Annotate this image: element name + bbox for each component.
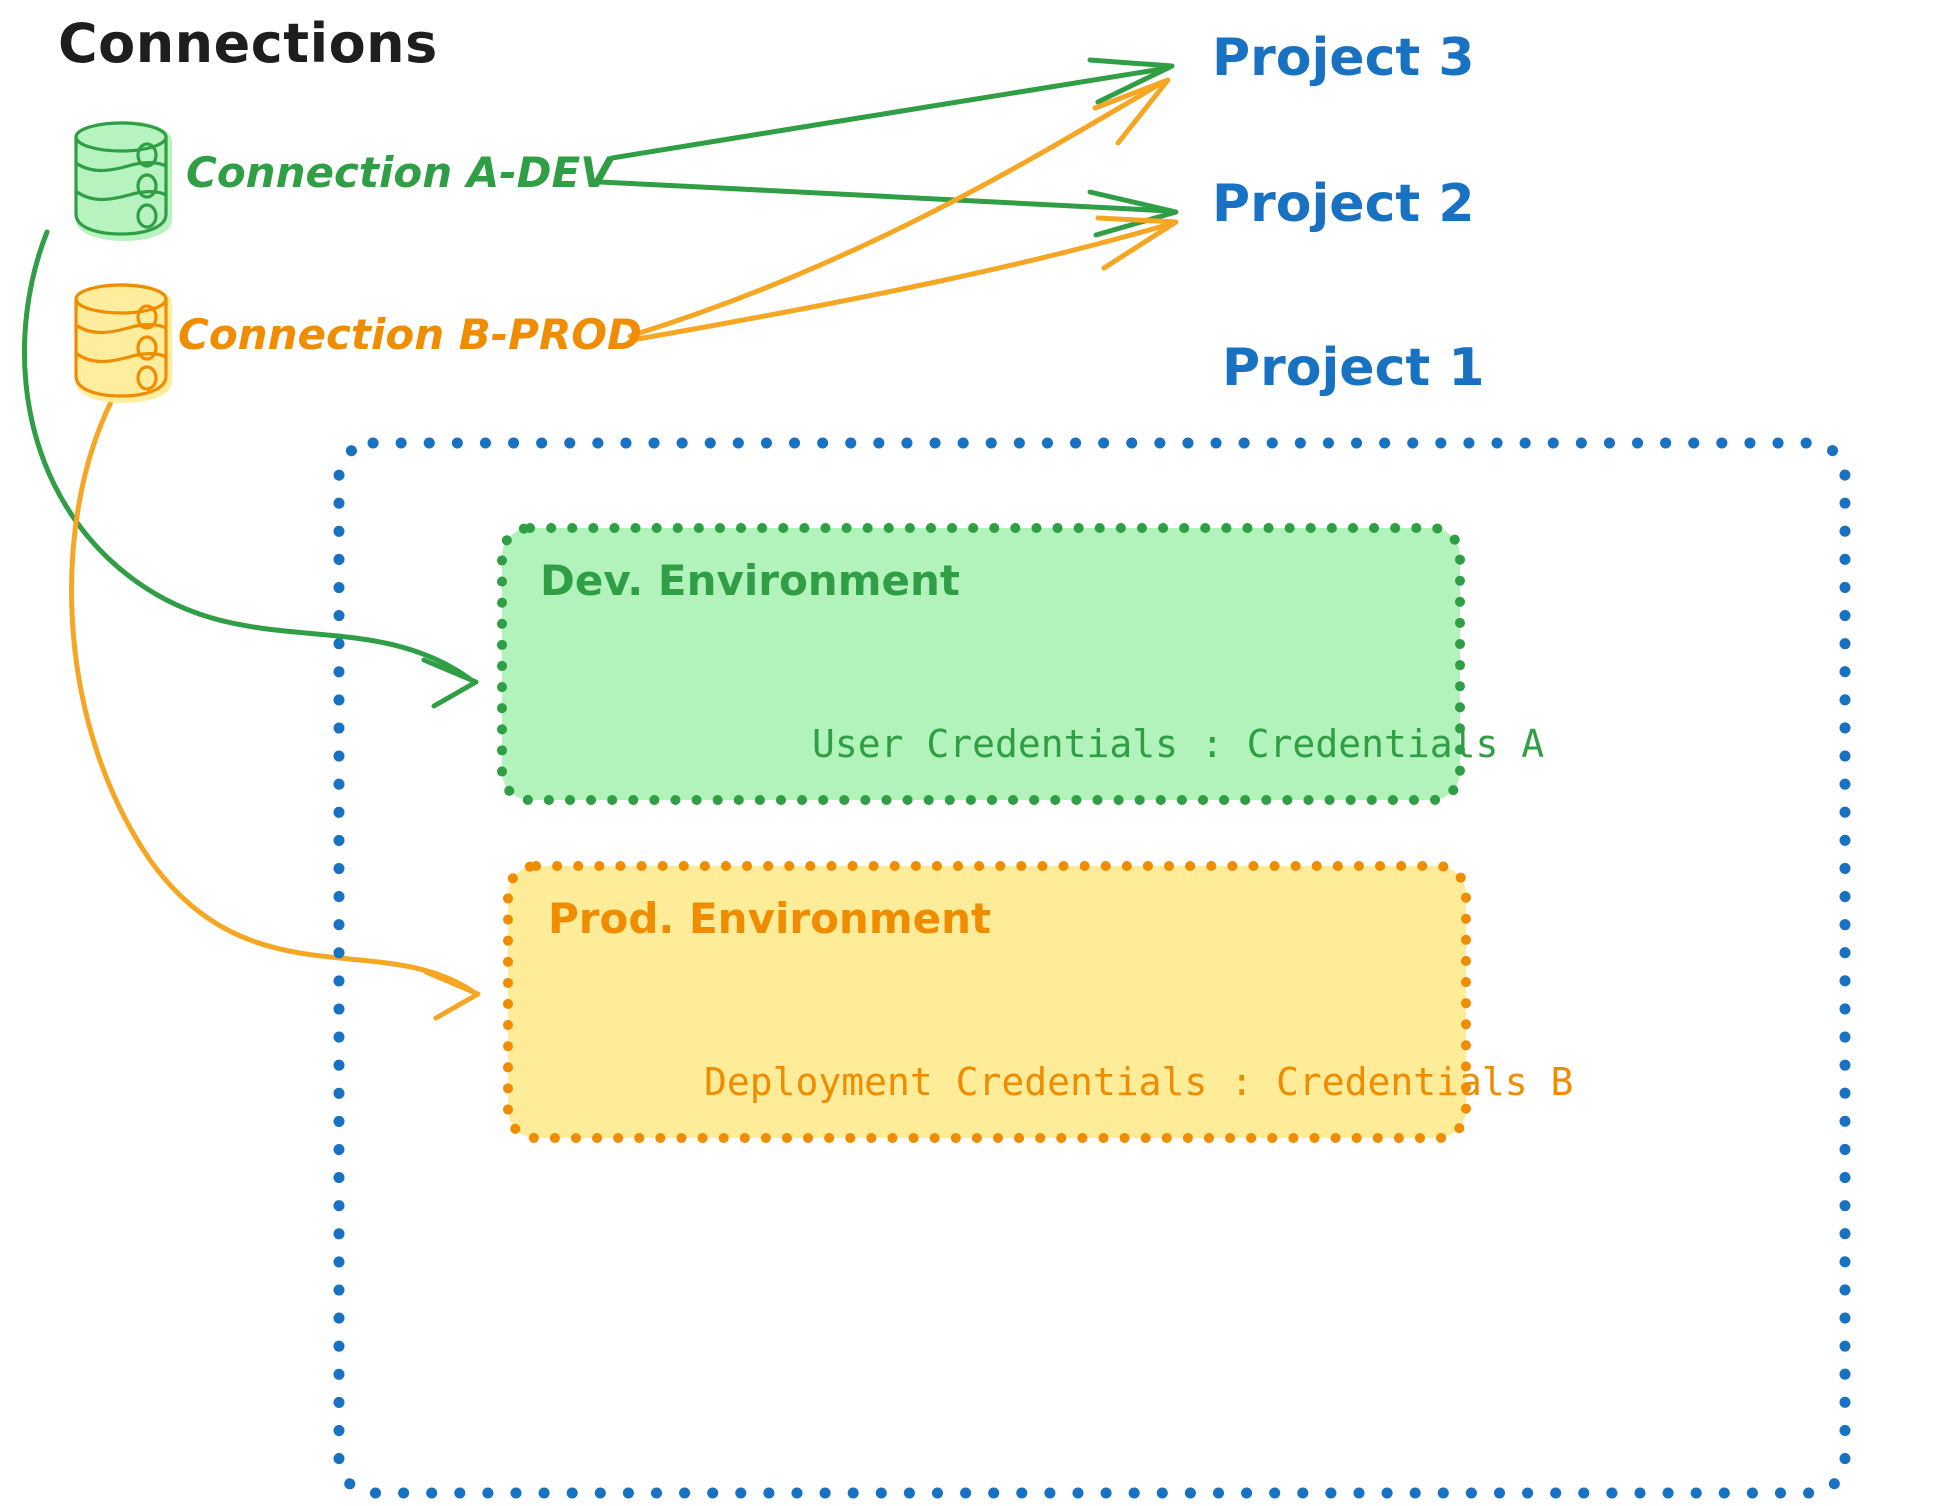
prod-environment-title: Prod. Environment <box>548 894 992 943</box>
edge-b-prod-to-project-2 <box>629 215 1179 343</box>
project-1-label[interactable]: Project 1 <box>1222 338 1485 398</box>
prod-environment-credentials: Deployment Credentials : Credentials B <box>704 1060 1574 1104</box>
page-title: Connections <box>58 12 438 75</box>
project-3-label[interactable]: Project 3 <box>1212 28 1475 88</box>
connection-b-prod-icon-group <box>74 283 172 403</box>
dev-environment-box <box>497 523 1465 805</box>
connection-a-dev-icon-group <box>74 121 172 241</box>
edge-b-prod-to-project-3 <box>627 77 1171 339</box>
dev-environment-credentials: User Credentials : Credentials A <box>812 722 1545 766</box>
edge-a-dev-to-project-3 <box>609 57 1175 161</box>
edge-a-dev-to-dev-environment <box>22 229 479 709</box>
project-2-label[interactable]: Project 2 <box>1212 174 1475 234</box>
connection-b-prod-label[interactable]: Connection B-PROD <box>178 310 642 359</box>
dev-environment-title: Dev. Environment <box>540 556 960 605</box>
edge-b-prod-to-prod-environment <box>69 397 481 1021</box>
edge-a-dev-to-project-2 <box>597 179 1179 238</box>
prod-environment-box <box>503 861 1471 1143</box>
edge-layer <box>22 57 1179 1021</box>
connection-a-dev-label[interactable]: Connection A-DEV <box>186 148 613 197</box>
